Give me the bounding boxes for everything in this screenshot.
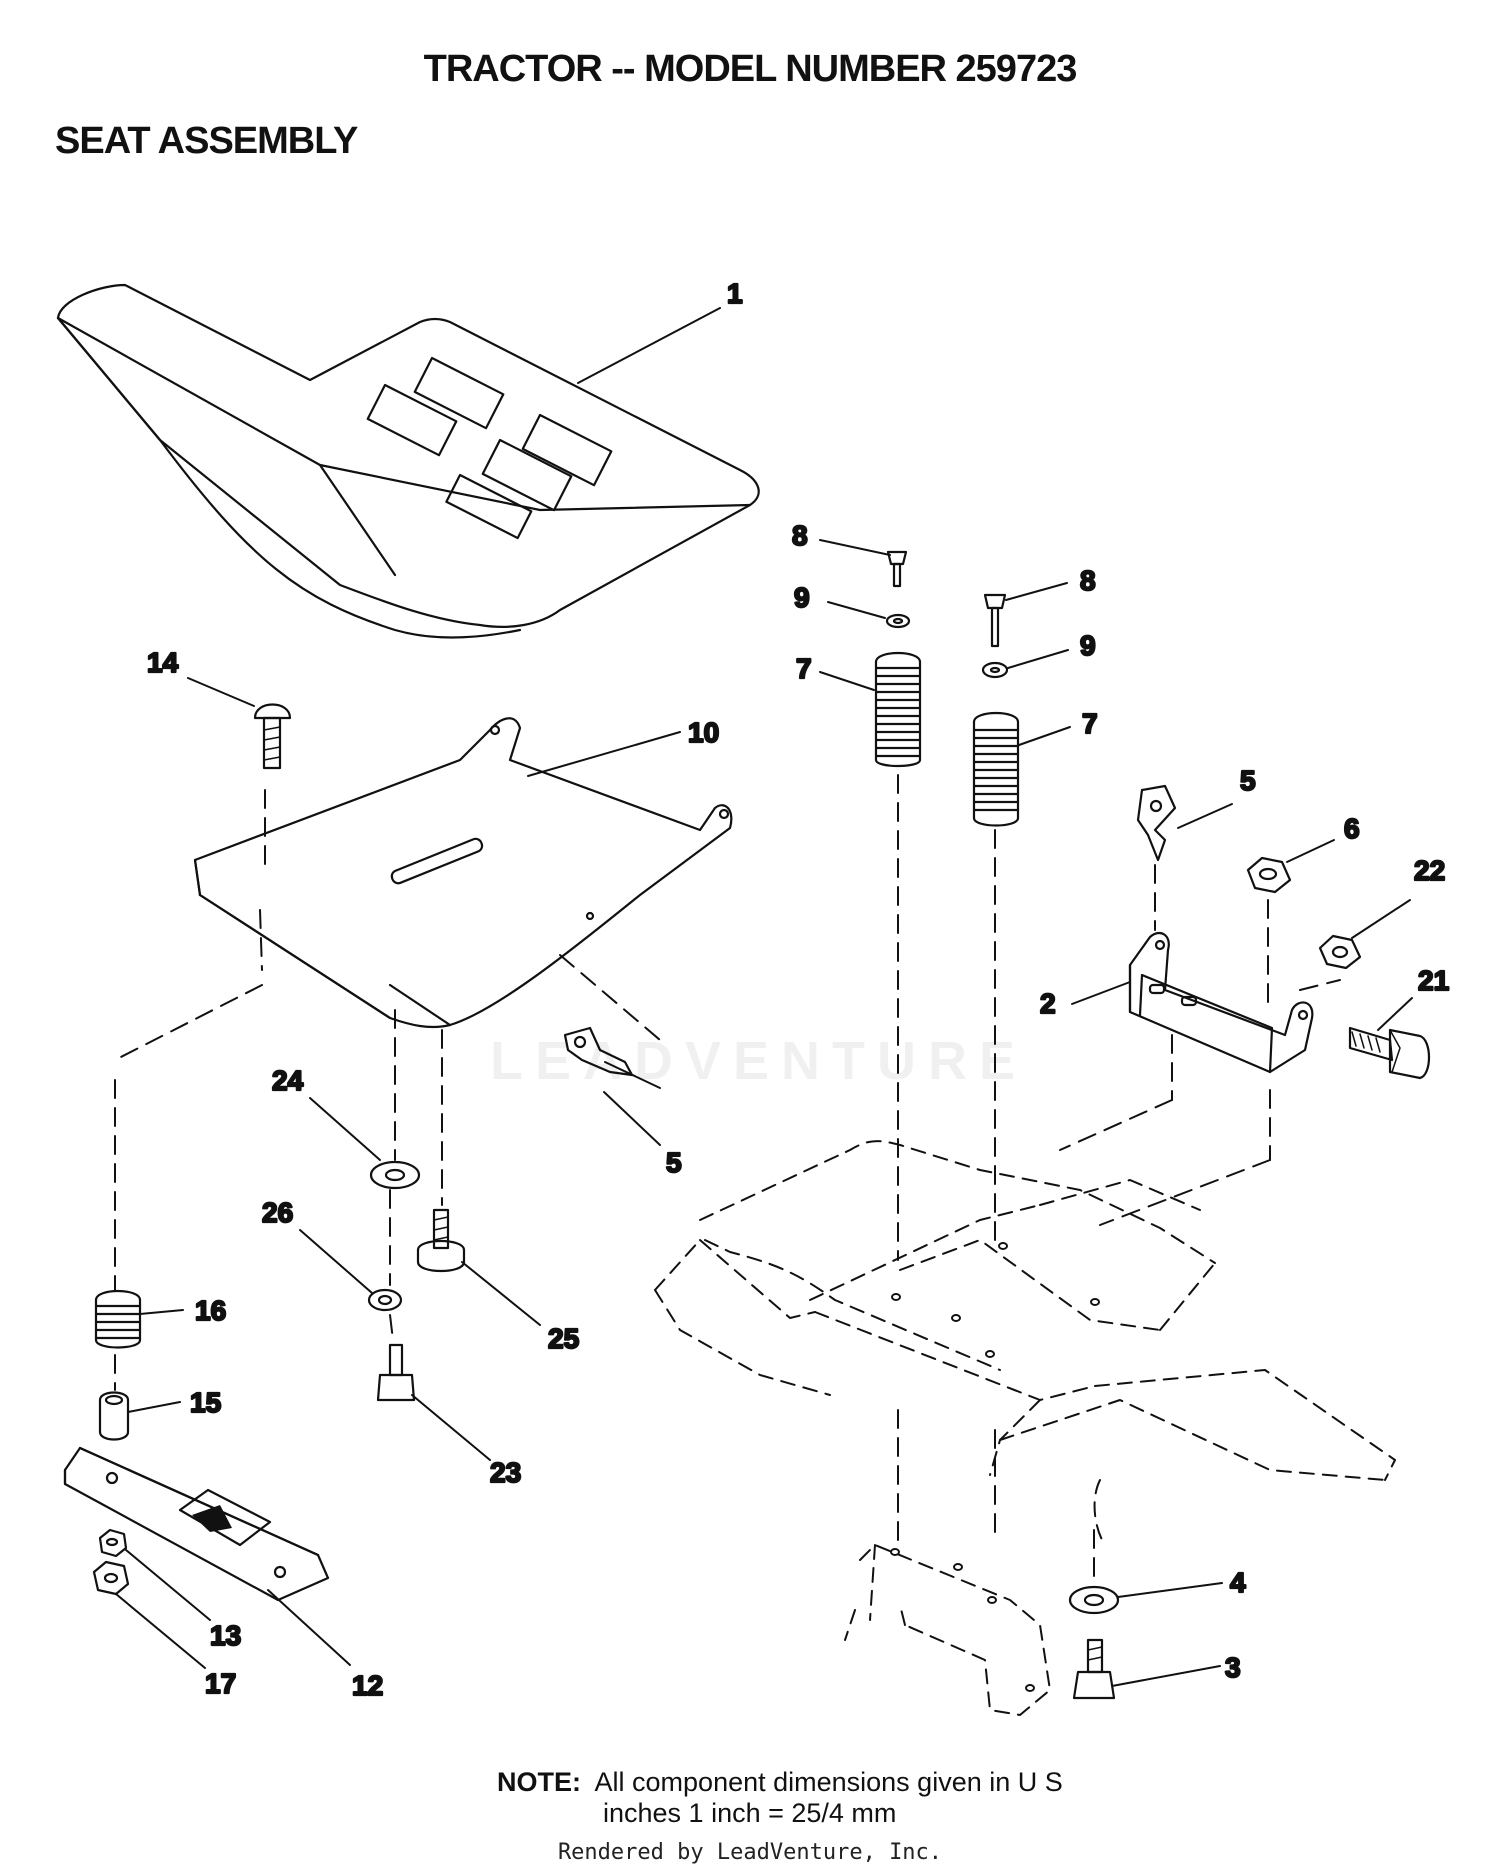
screw-23-part[interactable] [376, 1343, 491, 1461]
spacer-15-part[interactable] [98, 1391, 181, 1441]
rendered-by-credit: Rendered by LeadVenture, Inc. [557, 1840, 943, 1865]
callout-seat-pan: 10 [688, 717, 719, 748]
callout-seat: 1 [727, 278, 743, 309]
bolt-25-part[interactable] [416, 1208, 541, 1326]
callout-lockwasher-26: 26 [262, 1197, 293, 1228]
spring-16-part[interactable] [94, 1290, 184, 1349]
nut-13-part[interactable] [98, 1528, 211, 1621]
callout-nut-6: 6 [1344, 813, 1360, 844]
callout-washer-4: 4 [1230, 1567, 1246, 1598]
callout-nut-22: 22 [1414, 855, 1445, 886]
callout-washer-24: 24 [272, 1065, 304, 1096]
bolt-21-part[interactable] [1348, 997, 1431, 1080]
note-line2: inches 1 inch = 25/4 mm [603, 1798, 897, 1828]
spring-right-part[interactable] [972, 712, 1071, 827]
callout-bolt-25: 25 [548, 1323, 579, 1354]
callout-clip-left: 5 [666, 1147, 682, 1178]
diagram-title: TRACTOR -- MODEL NUMBER 259723 [423, 48, 1078, 90]
plate-12-part[interactable] [63, 1446, 351, 1666]
callout-spring-16: 16 [195, 1295, 226, 1326]
callout-plate-12: 12 [352, 1670, 383, 1701]
chassis-holes [890, 1242, 1100, 1692]
note-label: NOTE: [497, 1767, 581, 1797]
note-line1: All component dimensions given in U S [594, 1767, 1063, 1797]
nut-17-part[interactable] [92, 1560, 206, 1669]
callout-bolt-3: 3 [1225, 1652, 1241, 1683]
nut-6-part[interactable] [1246, 839, 1335, 894]
spring-washer-left-part[interactable] [827, 601, 911, 629]
bracket-part[interactable] [1071, 932, 1314, 1074]
spring-left-part[interactable] [819, 652, 923, 768]
callout-spring-bolt-left: 8 [792, 520, 808, 551]
callout-spring-right: 7 [1082, 708, 1098, 739]
clip-right-part[interactable] [1136, 784, 1233, 862]
spring-bolt-left-part[interactable] [819, 539, 908, 588]
callout-bolt-21: 21 [1418, 965, 1449, 996]
callout-nut-17: 17 [205, 1668, 236, 1699]
callout-spring-bolt-right: 8 [1080, 565, 1096, 596]
carriage-bolt-part[interactable] [187, 677, 292, 770]
dimension-note: NOTE: All component dimensions given in … [497, 1767, 1063, 1829]
spring-washer-right-part[interactable] [981, 649, 1069, 679]
leadventure-watermark: LEADVENTURE [490, 1031, 1028, 1091]
callout-spring-washer-right: 9 [1080, 630, 1096, 661]
callout-spring-washer-left: 9 [794, 582, 810, 613]
callout-screw-23: 23 [490, 1457, 521, 1488]
callout-spacer-15: 15 [190, 1387, 221, 1418]
seat-part[interactable] [56, 283, 760, 639]
spring-bolt-right-part[interactable] [983, 582, 1068, 648]
clip-left-part[interactable] [563, 1026, 661, 1146]
seat-pan-part[interactable] [193, 717, 733, 1029]
chassis-frame-outline [654, 1140, 1396, 1716]
washer-4-part[interactable] [1068, 1582, 1223, 1615]
callout-clip-right: 5 [1240, 765, 1256, 796]
diagram-subtitle: SEAT ASSEMBLY [55, 120, 358, 162]
assembly-lines [114, 774, 1341, 1586]
callout-bracket: 2 [1040, 988, 1056, 1019]
bolt-3-part[interactable] [1072, 1638, 1221, 1700]
callout-spring-left: 7 [796, 653, 812, 684]
callout-nut-13: 13 [210, 1620, 241, 1651]
washer-24-part[interactable] [309, 1097, 421, 1190]
nut-22-part[interactable] [1318, 899, 1411, 970]
callout-seat-pan-bolt: 14 [147, 647, 179, 678]
lockwasher-26-part[interactable] [299, 1229, 403, 1312]
